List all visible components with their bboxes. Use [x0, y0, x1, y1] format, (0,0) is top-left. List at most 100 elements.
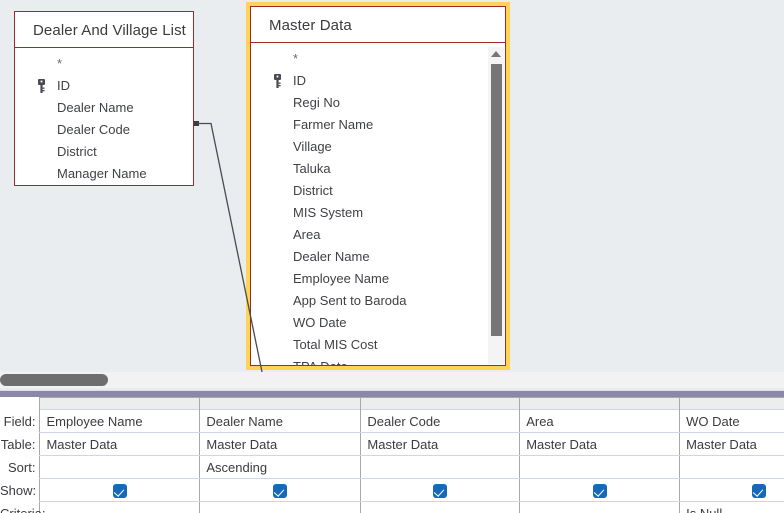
field-row[interactable]: TPA Date: [251, 356, 505, 365]
field-list[interactable]: * ID Dealer Name Dealer Code: [15, 48, 193, 185]
row-label-field: Field:: [0, 409, 40, 433]
field-label: Regi No: [293, 95, 340, 110]
field-row[interactable]: District: [251, 180, 505, 202]
sort-cell[interactable]: Ascending: [199, 455, 362, 479]
field-row[interactable]: Manager Name: [15, 163, 193, 185]
query-diagram-pane[interactable]: Dealer And Village List * ID De: [0, 0, 784, 372]
field-label: MIS System: [293, 205, 364, 220]
column-selector[interactable]: [360, 397, 521, 410]
field-label: Dealer Name: [293, 249, 370, 264]
table-cell[interactable]: Master Data: [519, 432, 681, 456]
show-cell[interactable]: [360, 478, 521, 502]
sort-cell[interactable]: [360, 455, 521, 479]
field-label: Area: [293, 227, 321, 242]
criteria-cell[interactable]: [199, 501, 362, 513]
field-row[interactable]: WO Date: [251, 312, 505, 334]
field-label: Dealer Name: [57, 100, 134, 115]
show-cell[interactable]: [519, 478, 681, 502]
column-selector[interactable]: [39, 397, 201, 410]
show-checkbox[interactable]: [751, 483, 766, 498]
query-design-grid[interactable]: Field: Employee Name Dealer Name Dealer …: [0, 397, 784, 513]
table-cell[interactable]: Master Data: [39, 432, 201, 456]
show-cell[interactable]: [199, 478, 362, 502]
criteria-cell[interactable]: [519, 501, 681, 513]
show-cell[interactable]: [39, 478, 201, 502]
field-row[interactable]: Farmer Name: [251, 114, 505, 136]
field-label: App Sent to Baroda: [293, 293, 407, 308]
column-selector[interactable]: [679, 397, 784, 410]
field-row[interactable]: ID: [15, 75, 193, 97]
table-box-dealer-and-village-list[interactable]: Dealer And Village List * ID De: [14, 11, 194, 186]
show-cell[interactable]: [679, 478, 784, 502]
field-row[interactable]: MIS System: [251, 202, 505, 224]
field-label: District: [293, 183, 333, 198]
field-row[interactable]: Dealer Name: [15, 97, 193, 119]
field-row[interactable]: Dealer Name: [251, 246, 505, 268]
field-label: *: [293, 51, 299, 66]
field-list[interactable]: * ID Regi No Farmer Name Village Taluka: [251, 43, 505, 365]
criteria-cell[interactable]: [39, 501, 201, 513]
column-selector[interactable]: [199, 397, 362, 410]
table-title: Dealer And Village List: [15, 12, 193, 48]
scroll-up-arrow-icon[interactable]: [491, 51, 501, 57]
row-label-sort: Sort:: [0, 455, 40, 479]
sort-cell[interactable]: [679, 455, 784, 479]
field-row[interactable]: Regi No: [251, 92, 505, 114]
field-row[interactable]: Dealer Code: [15, 119, 193, 141]
field-row[interactable]: Employee Name: [251, 268, 505, 290]
diagram-horizontal-scrollbar-thumb[interactable]: [0, 374, 108, 386]
field-row[interactable]: Village: [251, 136, 505, 158]
row-label-table: Table:: [0, 432, 40, 456]
field-cell[interactable]: Dealer Code: [360, 409, 521, 433]
field-label: Dealer Code: [57, 122, 130, 137]
criteria-cell[interactable]: [360, 501, 521, 513]
grid-row-sort: Sort: Ascending: [0, 455, 784, 479]
field-label: ID: [57, 78, 70, 93]
query-grid-table: Field: Employee Name Dealer Name Dealer …: [0, 397, 784, 513]
show-checkbox[interactable]: [433, 483, 448, 498]
field-label: Village: [293, 139, 332, 154]
field-row[interactable]: *: [251, 48, 505, 70]
scrollbar-thumb[interactable]: [491, 64, 502, 336]
grid-corner: [0, 398, 40, 410]
field-label: WO Date: [293, 315, 347, 330]
table-cell[interactable]: Master Data: [679, 432, 784, 456]
field-label: *: [57, 56, 63, 71]
field-label: Employee Name: [293, 271, 390, 286]
table-cell[interactable]: Master Data: [199, 432, 362, 456]
field-row[interactable]: Total MIS Cost: [251, 334, 505, 356]
grid-row-table: Table: Master Data Master Data Master Da…: [0, 432, 784, 456]
field-cell[interactable]: Dealer Name: [199, 409, 362, 433]
field-cell[interactable]: Area: [519, 409, 681, 433]
table-title: Master Data: [251, 7, 505, 43]
field-row[interactable]: Area: [251, 224, 505, 246]
show-checkbox[interactable]: [592, 483, 607, 498]
diagram-horizontal-scrollbar-track[interactable]: [0, 372, 784, 388]
field-label: ID: [293, 73, 306, 88]
table-box-master-data[interactable]: Master Data * ID Regi No Farmer Na: [246, 2, 510, 370]
sort-cell[interactable]: [39, 455, 201, 479]
primary-key-icon: [274, 74, 281, 88]
sort-cell[interactable]: [519, 455, 681, 479]
field-label: District: [57, 144, 97, 159]
field-row[interactable]: Taluka: [251, 158, 505, 180]
grid-row-field: Field: Employee Name Dealer Name Dealer …: [0, 409, 784, 433]
field-list-vertical-scrollbar[interactable]: [488, 47, 504, 364]
grid-column-selector-row: [0, 397, 784, 410]
field-cell[interactable]: Employee Name: [39, 409, 201, 433]
field-row[interactable]: District: [15, 141, 193, 163]
field-label: Total MIS Cost: [293, 337, 378, 352]
row-label-criteria: Criteria:: [0, 501, 46, 513]
show-checkbox[interactable]: [112, 483, 127, 498]
criteria-cell[interactable]: Is Null: [679, 501, 784, 513]
field-cell[interactable]: WO Date: [679, 409, 784, 433]
field-row[interactable]: *: [15, 53, 193, 75]
grid-row-criteria: Criteria: Is Null: [0, 501, 784, 513]
show-checkbox[interactable]: [273, 483, 288, 498]
field-row[interactable]: App Sent to Baroda: [251, 290, 505, 312]
table-cell[interactable]: Master Data: [360, 432, 521, 456]
field-label: TPA Date: [293, 359, 348, 365]
field-row[interactable]: ID: [251, 70, 505, 92]
column-selector[interactable]: [519, 397, 681, 410]
field-label: Farmer Name: [293, 117, 374, 132]
